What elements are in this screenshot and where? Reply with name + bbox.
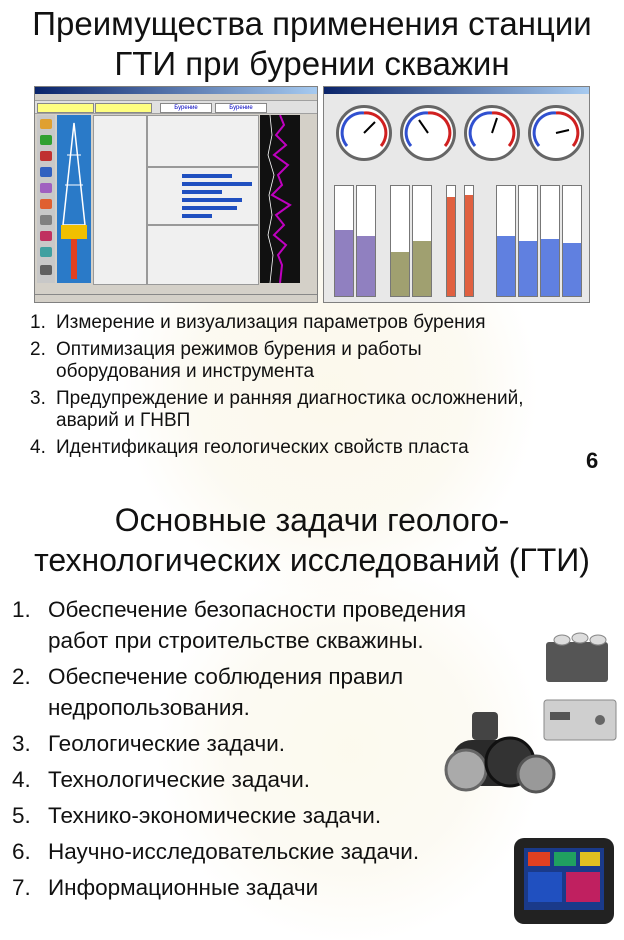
window-toolbar: Бурение Бурение	[35, 101, 317, 114]
tool-icon	[40, 183, 52, 193]
list-item: 6.Научно-исследовательские задачи.	[12, 839, 420, 864]
slide2-title-line2: технологических исследований (ГТИ)	[34, 542, 590, 578]
page-number: 6	[586, 448, 599, 473]
list-item: 7.Информационные задачи	[12, 875, 319, 900]
log-curve	[267, 114, 292, 284]
indicator-bar	[182, 214, 212, 218]
gauge-dial	[528, 105, 584, 161]
indicator-bar	[182, 182, 252, 186]
level-column	[390, 185, 410, 297]
depth-log-trace	[260, 114, 300, 284]
slide1-title: Преимущества применения станции ГТИ при …	[0, 4, 624, 84]
level-column	[496, 185, 516, 297]
slide1-title-line1: Преимущества применения станции	[32, 5, 592, 42]
level-column	[562, 185, 582, 297]
tool-icon	[40, 119, 52, 129]
gauge-dial	[400, 105, 456, 161]
bar-indicators	[147, 167, 259, 225]
tool-icon	[40, 135, 52, 145]
date-field	[37, 103, 94, 113]
gauge-needle-icon	[532, 111, 580, 147]
level-column	[356, 185, 376, 297]
tool-icon	[40, 151, 52, 161]
gauges-software-screenshot	[323, 86, 590, 303]
mode-field-1: Бурение	[160, 103, 212, 113]
gauge-needle-icon	[468, 111, 516, 147]
indicator-bar	[182, 190, 222, 194]
drilling-rig-diagram	[57, 115, 91, 283]
list-item: 1.Измерение и визуализация параметров бу…	[30, 312, 486, 333]
slide2-title: Основные задачи геолого- технологических…	[0, 500, 624, 580]
window-menubar	[35, 94, 317, 101]
tool-icon	[40, 231, 52, 241]
gauge-dial	[336, 105, 392, 161]
temperature-column	[446, 185, 456, 297]
drilling-software-screenshot: Бурение Бурение	[34, 86, 318, 303]
window-titlebar	[35, 87, 317, 94]
level-column	[334, 185, 354, 297]
slide1-title-line2: ГТИ при бурении скважин	[114, 45, 510, 82]
temperature-column	[464, 185, 474, 297]
tool-icon	[40, 167, 52, 177]
window-statusbar	[35, 294, 317, 302]
list-item: 3.Геологические задачи.	[12, 731, 286, 756]
level-column	[540, 185, 560, 297]
list-item: 4.Технологические задачи.	[12, 767, 311, 792]
list-item: 4.Идентификация геологических свойств пл…	[30, 437, 469, 458]
gauge-needle-icon	[340, 111, 388, 147]
depth-field	[95, 103, 152, 113]
mode-field-2: Бурение	[215, 103, 267, 113]
parameter-table-3	[147, 225, 259, 285]
slide2-title-line1: Основные задачи геолого-	[114, 502, 510, 538]
gauge-dial	[464, 105, 520, 161]
lab-equipment-photo	[543, 632, 617, 741]
level-column	[412, 185, 432, 297]
indicator-bar	[182, 174, 232, 178]
rugged-tablet-photo	[514, 838, 614, 924]
list-item: 3.Предупреждение и ранняя диагностика ос…	[30, 388, 524, 431]
tool-icon	[40, 199, 52, 209]
rig-icon	[61, 122, 87, 279]
list-item: 5.Технико-экономические задачи.	[12, 803, 382, 828]
flow-meter-photo	[444, 712, 556, 794]
slide1-advantages-list: 1.Измерение и визуализация параметров бу…	[30, 312, 615, 464]
parameter-table-1	[93, 115, 147, 285]
gauge-needle-icon	[404, 111, 452, 147]
tool-icon-column	[37, 115, 55, 283]
level-column	[518, 185, 538, 297]
parameter-table-2	[147, 115, 259, 167]
tool-icon	[40, 247, 52, 257]
window-titlebar	[324, 87, 589, 94]
tool-icon	[40, 265, 52, 275]
indicator-bar	[182, 198, 242, 202]
tool-icon	[40, 215, 52, 225]
indicator-bar	[182, 206, 237, 210]
